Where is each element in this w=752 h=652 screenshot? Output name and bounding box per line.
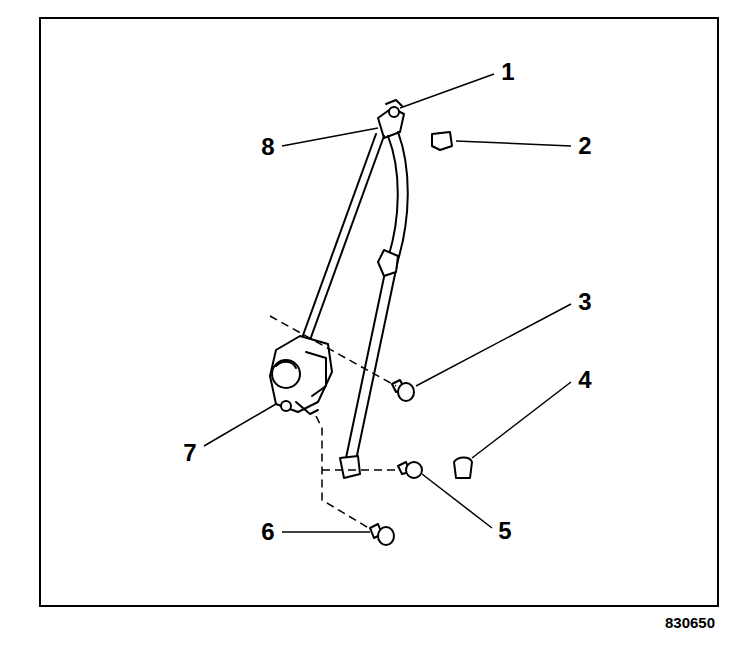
- callout-number: 1: [501, 60, 514, 84]
- callout-number: 6: [261, 520, 274, 544]
- frame: [40, 18, 718, 606]
- callout-number: 3: [578, 290, 591, 314]
- callout-number: 5: [498, 519, 511, 543]
- callout-number: 7: [183, 441, 196, 465]
- figure-code: 830650: [665, 615, 715, 630]
- callout-number: 8: [261, 135, 274, 159]
- callout-number: 4: [578, 368, 591, 392]
- callout-number: 2: [578, 134, 591, 158]
